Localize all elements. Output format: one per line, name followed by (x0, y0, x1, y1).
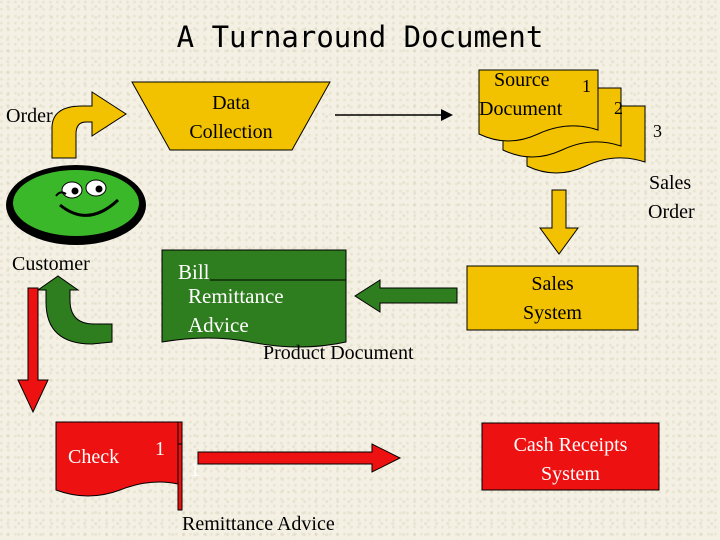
remittance-advice-label: Remittance Advice (182, 513, 335, 535)
bill-to-customer-arrow (36, 275, 113, 345)
bill-remittance-label: Remittance (188, 284, 284, 308)
data-collection-line1: Data (212, 92, 250, 114)
sales-system-line2: System (523, 302, 582, 324)
cash-receipts-line2: System (541, 463, 600, 485)
data-collection-shape (131, 81, 331, 151)
page-title: A Turnaround Document (176, 20, 544, 54)
data-collection-line2: Collection (189, 121, 273, 143)
customer-to-check-arrow (17, 287, 49, 414)
bill-advice-label: Advice (188, 313, 249, 337)
sales-order-down-arrow (539, 189, 579, 255)
sales-to-bill-arrow (354, 279, 458, 313)
check-number: 1 (155, 438, 165, 460)
check-document-shape (55, 421, 179, 497)
sales-system-line1: Sales (531, 273, 574, 295)
cash-receipts-shape (481, 422, 660, 491)
source-document-line2: Document (479, 98, 563, 120)
source-document-number-3: 3 (653, 121, 662, 141)
customer-label: Customer (12, 253, 90, 275)
source-document-number-1: 1 (582, 76, 591, 96)
sales-order-label-line2: Order (648, 201, 695, 223)
source-document-number-2: 2 (614, 98, 623, 118)
check-label: Check (68, 446, 120, 468)
order-label: Order (6, 105, 53, 127)
source-document-1-shape (478, 69, 599, 142)
cash-receipts-line1: Cash Receipts (513, 434, 628, 456)
order-curved-arrow (51, 91, 127, 159)
product-document-label: Product Document (263, 342, 414, 364)
source-document-line1: Source (494, 69, 550, 91)
remittance-number: 1 (190, 459, 200, 481)
sales-order-label-line1: Sales (649, 172, 692, 194)
remittance-advice-document-shape (177, 443, 183, 511)
sales-system-shape (466, 265, 639, 331)
customer-face-icon (6, 165, 146, 245)
check-to-cash-receipts-arrow (197, 443, 402, 473)
bill-document-shape (161, 249, 347, 348)
bill-label: Bill (178, 260, 210, 284)
